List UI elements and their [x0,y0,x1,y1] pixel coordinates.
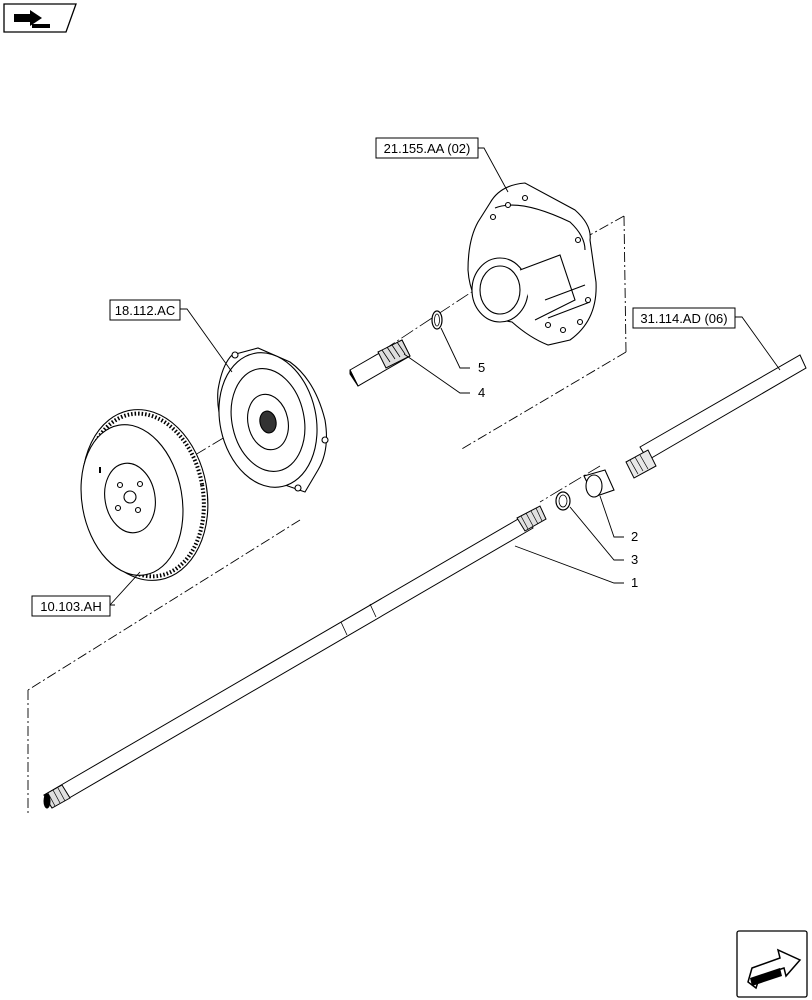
label-flywheel[interactable]: 10.103.AH [31,595,111,617]
label-damper-text: 18.112.AC [115,303,175,318]
coupling-sleeve [583,469,615,498]
item-number-5: 5 [478,360,485,375]
output-shaft [625,354,807,479]
item-number-3: 3 [631,552,638,567]
leader-lines [108,147,781,606]
retaining-ring-top [431,310,443,330]
retaining-ring-small [555,491,571,511]
main-shaft [43,505,547,809]
item-number-2: 2 [631,529,638,544]
label-damper[interactable]: 18.112.AC [109,299,181,321]
label-housing-text: 21.155.AA (02) [384,141,471,156]
flywheel [80,409,209,581]
label-flywheel-text: 10.103.AH [40,599,101,614]
label-shaft-ref[interactable]: 31.114.AD (06) [632,307,736,329]
assembly-boundary [27,215,627,815]
item-number-1: 1 [631,575,638,590]
nav-forward-icon[interactable] [736,930,808,998]
nav-back-icon[interactable] [3,3,77,33]
transmission-housing [467,182,597,346]
item-number-4: 4 [478,385,485,400]
damper-plate [217,347,329,493]
label-housing[interactable]: 21.155.AA (02) [375,137,479,159]
splined-shaft [349,339,411,387]
label-shaft-ref-text: 31.114.AD (06) [640,311,727,326]
